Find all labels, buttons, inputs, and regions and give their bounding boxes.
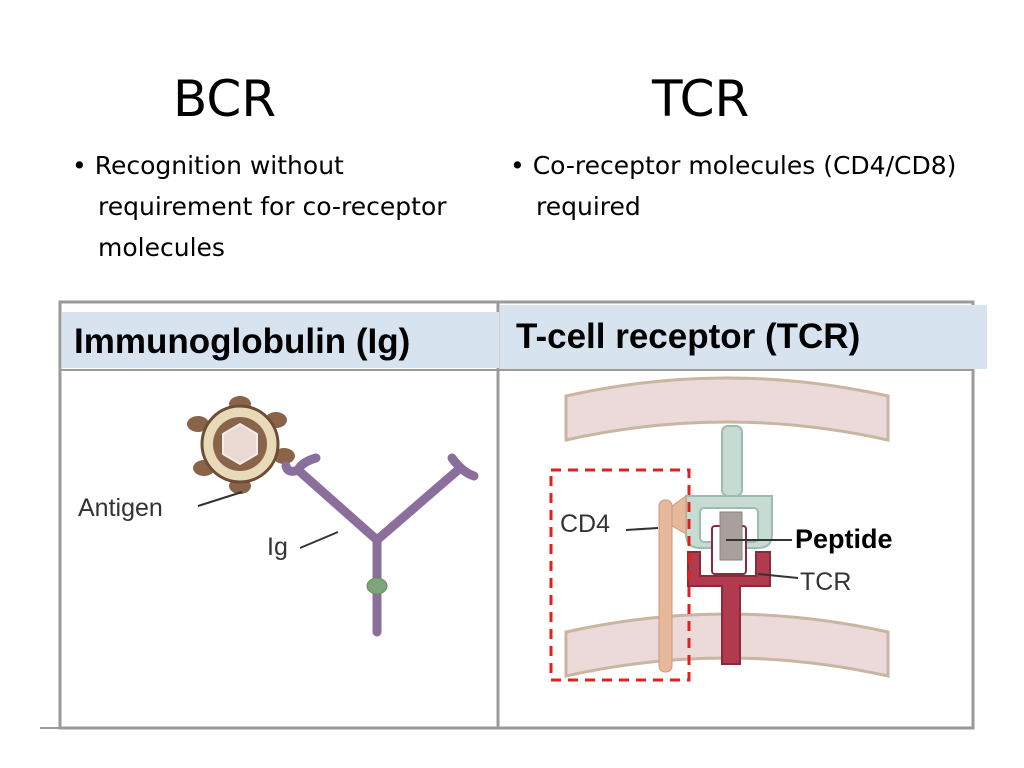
cd4-label: CD4 <box>560 510 610 538</box>
bcr-bullet-line: molecules <box>98 233 225 262</box>
cd4-molecule <box>658 495 687 673</box>
peptide <box>719 511 743 561</box>
tcr-bullet: • Co-receptor molecules (CD4/CD8) requir… <box>510 145 956 227</box>
bcr-bullet-line: • Recognition without <box>72 151 344 180</box>
bcr-heading: BCR <box>173 70 277 128</box>
ig-panel-header: Immunoglobulin (Ig) <box>62 312 499 368</box>
antigen-label: Antigen <box>78 494 163 522</box>
ig-label: Ig <box>267 533 288 561</box>
tcr-diagram: CD4 Peptide TCR <box>549 376 893 682</box>
ig-molecule <box>281 453 479 637</box>
peptide-label: Peptide <box>795 524 893 554</box>
bcr-bullet-line: requirement for co-receptor <box>98 192 447 221</box>
tcr-panel-header: T-cell receptor (TCR) <box>500 305 987 369</box>
tcr-bullet-line: • Co-receptor molecules (CD4/CD8) <box>510 151 957 180</box>
antigen-icon <box>187 396 295 494</box>
tcr-bullet-line: required <box>536 192 641 221</box>
tcr-label: TCR <box>800 568 851 596</box>
bcr-bullet: • Recognition without requirement for co… <box>72 145 447 268</box>
cd4-highlight-box <box>549 468 691 682</box>
tcr-heading: TCR <box>652 70 750 128</box>
ig-hinge <box>366 577 388 595</box>
ig-diagram: Antigen Ig <box>78 396 479 637</box>
upper-membrane <box>564 376 890 442</box>
